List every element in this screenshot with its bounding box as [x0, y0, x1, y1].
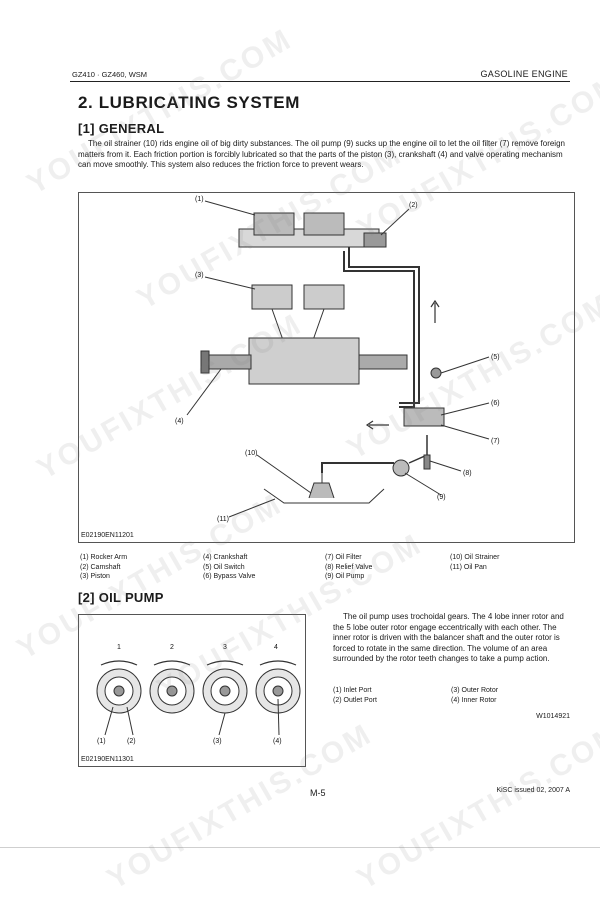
- legend-item: (5) Oil Switch: [203, 563, 245, 571]
- legend-item: (3) Piston: [80, 573, 110, 580]
- lubrication-diagram-drawing: (1) (2) (3) (4) (5) (6) (7) (8) (9) (10)…: [175, 196, 500, 523]
- rocker-arm-right: [303, 212, 345, 236]
- general-heading: [1] GENERAL: [78, 121, 165, 136]
- oil-pump-code: W1014921: [536, 713, 570, 720]
- callout-6: (6): [491, 400, 500, 407]
- figure2-code: E02190EN11301: [81, 756, 134, 763]
- issued-note: KiSC issued 02, 2007 A: [496, 787, 570, 794]
- pump-callout-3: (3): [213, 738, 222, 745]
- legend-item: (7) Oil Filter: [325, 554, 362, 561]
- callout-2: (2): [409, 202, 418, 209]
- rocker-arm-left: [253, 212, 295, 236]
- oil-pump-shape: [392, 459, 410, 477]
- callout-3: (3): [195, 272, 204, 279]
- callout-8: (8): [463, 470, 472, 477]
- oil-pump-text: The oil pump uses trochoidal gears. The …: [333, 612, 564, 663]
- step-label-2: 2: [170, 644, 174, 651]
- header-section: GASOLINE ENGINE: [480, 69, 568, 79]
- pump-callout-4: (4): [273, 738, 282, 745]
- legend-item: (10) Oil Strainer: [450, 554, 500, 561]
- piston-left: [251, 284, 293, 310]
- crankshaft-right-end: [358, 354, 408, 370]
- callout-4: (4): [175, 418, 184, 425]
- oil-line-return: [343, 251, 415, 408]
- page-number: M-5: [310, 788, 326, 798]
- cam-gear: [363, 232, 387, 248]
- legend-item: (9) Oil Pump: [325, 573, 365, 580]
- relief-valve-shape: [423, 454, 431, 470]
- pump-callout-2: (2): [127, 738, 136, 745]
- crankshaft-left-end: [206, 354, 252, 370]
- oil-switch-shape: [430, 367, 442, 379]
- manual-page: GZ410 · GZ460, WSM GASOLINE ENGINE 2. LU…: [0, 22, 600, 896]
- callout-11: (11): [217, 516, 229, 523]
- legend-item: (1) Rocker Arm: [80, 554, 128, 561]
- piston-right: [303, 284, 345, 310]
- rotor-stage-2: [149, 660, 195, 714]
- oil-pump-heading: [2] OIL PUMP: [78, 590, 164, 605]
- step-label-1: 1: [117, 644, 121, 651]
- step-label-3: 3: [223, 644, 227, 651]
- oil-strainer-shape: [308, 482, 335, 499]
- rotor-stage-1: [96, 660, 142, 714]
- callout-7: (7): [491, 438, 500, 445]
- legend-item: (2) Outlet Port: [333, 696, 377, 704]
- legend-item: (1) Inlet Port: [333, 687, 372, 694]
- legend-item: (4) Crankshaft: [203, 554, 248, 561]
- oil-pan-shape: [263, 488, 385, 504]
- figure1-code: E02190EN11201: [81, 532, 134, 539]
- oil-line-main: [348, 247, 420, 404]
- legend-item: (6) Bypass Valve: [203, 573, 256, 580]
- watermark: YOUFIXTHIS.COM: [351, 717, 600, 896]
- header-model: GZ410 · GZ460, WSM: [72, 70, 148, 79]
- legend-item: (2) Camshaft: [80, 563, 121, 571]
- legend-item: (4) Inner Rotor: [451, 696, 497, 704]
- oil-filter-shape: [403, 407, 445, 427]
- callout-9: (9): [437, 494, 446, 501]
- lubrication-diagram: (1) (2) (3) (4) (5) (6) (7) (8) (9) (10)…: [78, 192, 575, 543]
- callout-1: (1): [195, 196, 204, 203]
- page-title: 2. LUBRICATING SYSTEM: [78, 93, 300, 112]
- header-rule: [70, 81, 570, 82]
- callout-10: (10): [245, 450, 257, 457]
- crankshaft-block: [248, 337, 360, 385]
- rotor-stage-4: [255, 660, 301, 714]
- oil-pump-drawing: 1 2 3 4 (1) (2) (3) (4): [96, 644, 301, 745]
- pump-callout-1: (1): [97, 738, 106, 745]
- callout-5: (5): [491, 354, 500, 361]
- legend-item: (8) Relief Valve: [325, 563, 373, 571]
- footer-rule: [0, 847, 600, 848]
- legend-item: (11) Oil Pan: [450, 563, 487, 571]
- rotor-stage-3: [202, 660, 248, 714]
- oil-pump-diagram: 1 2 3 4 (1) (2) (3) (4): [78, 614, 306, 767]
- general-text: The oil strainer (10) rids engine oil of…: [78, 139, 565, 169]
- legend-item: (3) Outer Rotor: [451, 687, 499, 694]
- step-label-4: 4: [274, 644, 278, 651]
